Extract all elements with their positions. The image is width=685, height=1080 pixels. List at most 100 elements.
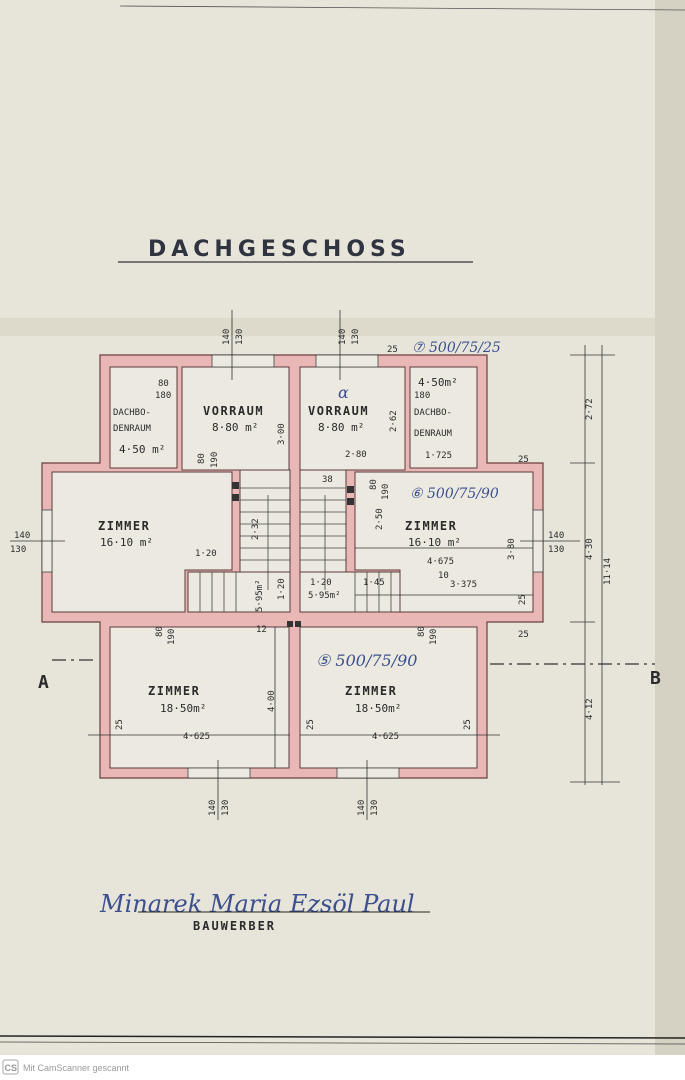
window-label: 140	[338, 329, 348, 345]
dim-label: 4·675	[427, 557, 454, 567]
dim-label: 25	[518, 594, 528, 605]
room-area: 18·50m²	[355, 702, 401, 715]
window-label: 140	[208, 800, 218, 816]
room-area: 8·80 m²	[318, 421, 364, 434]
dim-label: 1·725	[425, 451, 452, 461]
door-label: 180	[414, 391, 430, 401]
paper-edge	[655, 0, 685, 1055]
dim-label: 12	[256, 625, 267, 635]
dim-label: 3·00	[277, 423, 287, 445]
room-area: 5·95m²	[308, 591, 341, 601]
dim-label: 25	[115, 719, 125, 730]
room-area: 16·10 m²	[408, 536, 461, 549]
room-dachboden-right	[409, 366, 478, 469]
dim-label: 25	[387, 345, 398, 355]
door-label: 80	[155, 626, 165, 637]
handwritten-annotation: ⑥ 500/75/90	[410, 486, 499, 502]
window-label: 130	[548, 545, 564, 555]
section-lines	[52, 659, 655, 665]
room-name: VORRAUM	[308, 404, 369, 418]
window-label: 130	[221, 800, 231, 816]
dim-label: 4·625	[183, 732, 210, 742]
room-area: 8·80 m²	[212, 421, 258, 434]
dim-label: 4·625	[372, 732, 399, 742]
dim-label: 25	[306, 719, 316, 730]
door-label: 80	[417, 626, 427, 637]
frame-line	[119, 5, 685, 11]
dim-label: 2·62	[389, 410, 399, 432]
room-area: 4·50m²	[418, 376, 458, 389]
chimney-icons	[232, 482, 354, 627]
section-marker-a: A	[38, 672, 49, 693]
camscanner-logo-icon	[2, 1059, 19, 1075]
room-name: DENRAUM	[113, 424, 152, 434]
room-area: 16·10 m²	[100, 536, 153, 549]
overall-dim: 2·72	[585, 398, 595, 420]
dimension-lines	[10, 310, 620, 820]
room-area: 4·50 m²	[119, 443, 165, 456]
door-label: 80	[369, 479, 379, 490]
door-label: 80	[158, 379, 169, 389]
window-label: 130	[10, 545, 26, 555]
dim-label: 1·45	[363, 578, 385, 588]
stair-treads	[199, 487, 392, 612]
fold-crease	[0, 318, 685, 336]
window-label: 140	[548, 531, 564, 541]
room-zimmer-mid-left	[51, 471, 233, 613]
room-name: VORRAUM	[203, 404, 264, 418]
window-label: 140	[357, 800, 367, 816]
door-label: 190	[167, 629, 177, 645]
room-name: DENRAUM	[414, 429, 453, 439]
room-zimmer-mid-right	[354, 471, 534, 613]
frame-line	[0, 1041, 685, 1045]
signature-label: BAUWERBER	[193, 919, 276, 933]
dim-label: 1·20	[310, 578, 332, 588]
dim-label: 25	[518, 630, 529, 640]
window-label: 130	[370, 800, 380, 816]
overall-dim: 4·12	[585, 698, 595, 720]
room-zimmer-bottom-right	[299, 626, 478, 769]
window-label: 140	[222, 329, 232, 345]
room-vorraum-right	[299, 366, 406, 471]
dim-label: 25	[518, 455, 529, 465]
dim-label: 1·20	[277, 578, 287, 600]
frame-line	[0, 1035, 685, 1039]
door-label: 190	[210, 452, 220, 468]
handwritten-mark: α	[338, 383, 349, 402]
room-name: ZIMMER	[405, 519, 457, 533]
door-label: 190	[381, 484, 391, 500]
room-name: ZIMMER	[148, 684, 200, 698]
camscanner-logo-text: CS	[5, 1063, 18, 1073]
room-area: 18·50m²	[160, 702, 206, 715]
dim-label: 3·375	[450, 580, 477, 590]
room-name: DACHBO-	[414, 408, 452, 418]
handwritten-annotation: ⑤ 500/75/90	[316, 651, 417, 670]
door-label: 80	[197, 453, 207, 464]
dim-label: 10	[438, 571, 449, 581]
stair-right-lower	[299, 571, 401, 613]
window-label: 140	[14, 531, 30, 541]
dim-label: 25	[463, 719, 473, 730]
door-label: 180	[155, 391, 171, 401]
stair-left-lower	[187, 571, 291, 613]
handwritten-annotation: ⑦ 500/75/25	[412, 340, 501, 356]
overall-dim: 4·30	[585, 538, 595, 560]
room-name: DACHBO-	[113, 408, 151, 418]
dim-label: 2·80	[345, 450, 367, 460]
window-label: 130	[351, 329, 361, 345]
dim-label: 2·50	[375, 508, 385, 530]
room-area: 5·95m²	[255, 579, 265, 612]
room-name: ZIMMER	[98, 519, 150, 533]
footer-bar	[0, 1055, 685, 1080]
footer-text: Mit CamScanner gescannt	[23, 1063, 130, 1073]
door-label: 190	[429, 629, 439, 645]
dim-label: 38	[322, 475, 333, 485]
section-marker-b: B	[650, 668, 661, 689]
room-dachboden-left	[109, 366, 178, 469]
dim-label: 2·32	[251, 518, 261, 540]
dim-label: 4·00	[267, 690, 277, 712]
window-label: 130	[235, 329, 245, 345]
room-vorraum-left	[181, 366, 290, 471]
signature: Minarek Maria Ezsöl Paul	[99, 890, 415, 918]
